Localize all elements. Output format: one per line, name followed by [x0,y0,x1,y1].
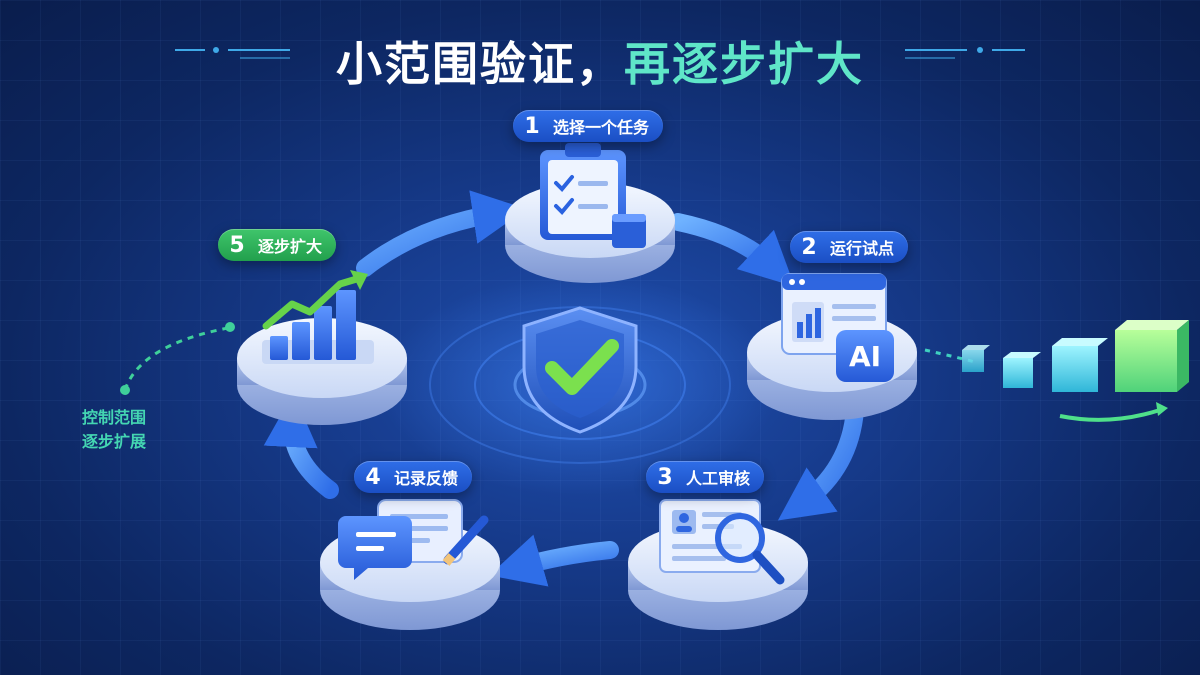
step-number: 1 [524,113,540,139]
step-badge-4: 4 记录反馈 [354,461,473,493]
page-title: 小范围验证，再逐步扩大 [0,28,1200,94]
side-dashed-curve [120,322,235,395]
arrow-4-to-5 [263,393,339,499]
step-number: 3 [657,464,673,490]
step-label: 运行试点 [830,239,895,258]
step-label: 选择一个任务 [553,118,650,137]
scaling-cubes [924,320,1189,422]
arrow-2-to-3 [777,401,864,521]
side-note: 控制范围 逐步扩展 [82,406,146,454]
growth-chart-icon [262,270,374,364]
cube-small [962,345,990,372]
title-decoration-right [905,47,1025,59]
step-badge-5: 5 逐步扩大 [218,229,337,261]
cube-medium [1003,352,1041,388]
clipboard-icon [540,143,646,248]
ai-icon-label: AI [849,340,881,373]
title-main: 小范围验证， [336,37,624,91]
step-badge-2: 2 运行试点 [790,231,909,263]
cube-large [1052,338,1108,392]
step-number: 5 [229,232,245,258]
chat-feedback-icon [338,499,489,580]
shield-check-icon [522,306,638,434]
arrow-3-to-4 [489,534,619,587]
side-note-line1: 控制范围 [82,408,147,427]
step-label: 逐步扩大 [258,237,323,256]
step-label: 人工审核 [686,469,751,488]
step-number: 2 [801,234,817,260]
step-badge-1: 1 选择一个任务 [513,110,664,142]
title-accent: 再逐步扩大 [624,37,864,91]
step-label: 记录反馈 [394,469,459,488]
profile-search-icon [659,499,785,585]
cycle-arrows [263,190,864,587]
cube-xlarge [1115,320,1189,392]
step-number: 4 [365,464,381,490]
side-note-line2: 逐步扩展 [82,432,147,451]
arrow-5-to-1 [356,190,527,277]
step-badge-3: 3 人工审核 [646,461,765,493]
ai-window-icon: AI [781,273,894,382]
title-decoration-left [175,47,290,59]
arrow-1-to-2 [669,213,795,287]
